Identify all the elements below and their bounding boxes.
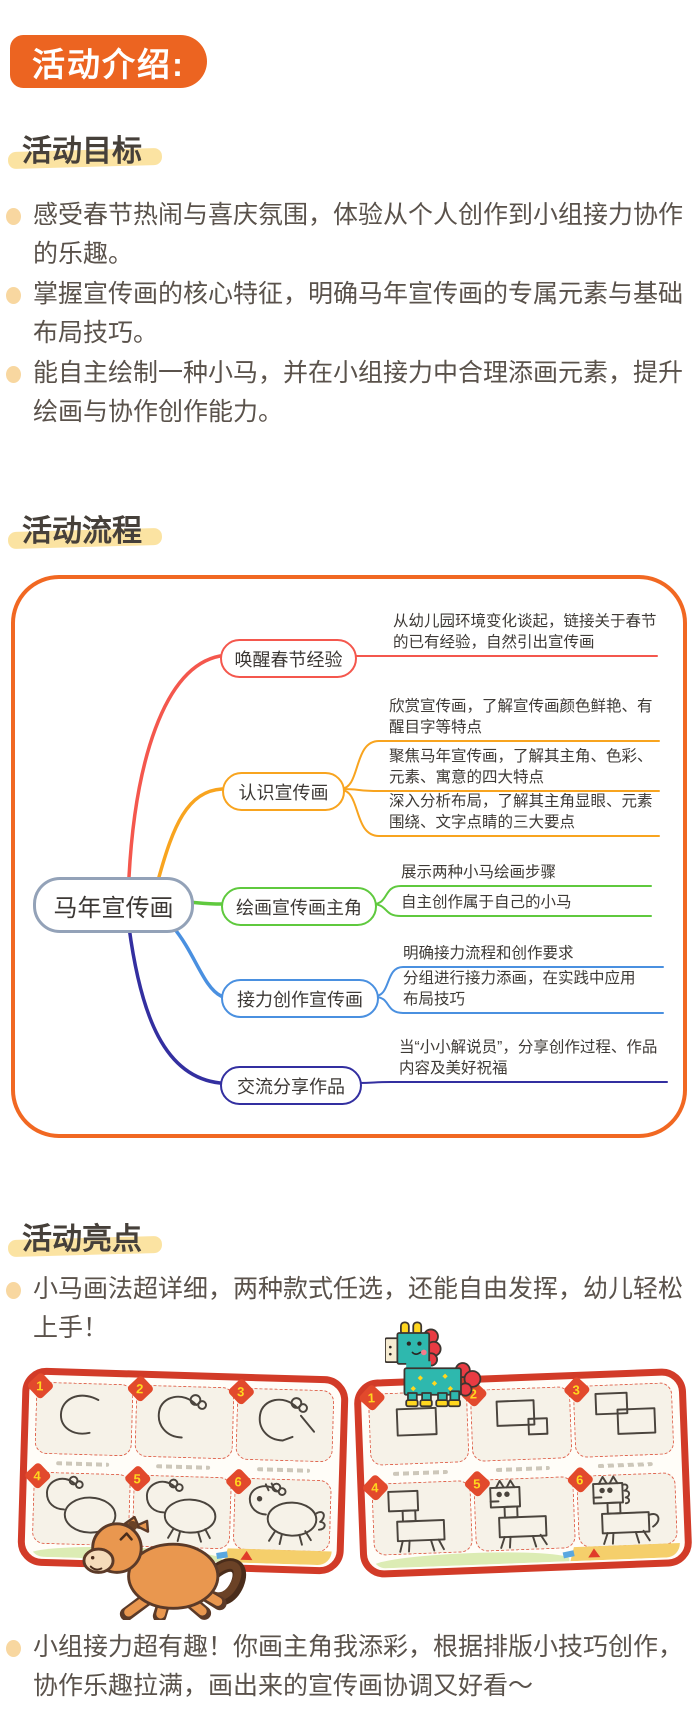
mindmap-branch-node: 交流分享作品 — [220, 1066, 362, 1105]
horse-drawing-step — [591, 1475, 660, 1545]
mindmap-leaf: 深入分析布局，了解其主角显眼、元素围绕、文字点睛的三大要点 — [389, 793, 653, 831]
horse-drawing-step — [594, 1391, 656, 1435]
tutorial-card-round-horse: 1 2 3 4 5 6 — [17, 1367, 349, 1575]
horse-drawing-step — [158, 1394, 208, 1439]
horse-drawing-step — [495, 1399, 549, 1436]
list-item: 小组接力超有趣！你画主角我添彩，根据排版小技巧创作，协作乐趣拉满，画出来的宣传画… — [6, 1628, 689, 1706]
tutorial-step-cell: 4 — [361, 1473, 474, 1556]
list-item: 掌握宣传画的核心特征，明确马年宣传画的专属元素与基础布局技巧。 — [6, 275, 689, 353]
horse-drawing-step — [248, 1482, 326, 1546]
tutorial-step-cell: 5 — [123, 1464, 232, 1550]
horse-drawing-step — [395, 1406, 438, 1437]
tutorial-step-cell: 4 — [23, 1461, 132, 1547]
mindmap-branch-node: 唤醒春节经验 — [220, 639, 357, 678]
horse-drawing-step — [258, 1397, 315, 1442]
mindmap-leaf: 欣赏宣传画，了解宣传画颜色鲜艳、有醒目字等特点 — [389, 698, 653, 736]
activity-flow-mindmap: 马年宣传画 唤醒春节经验 认识宣传画 绘画宣传画主角 接力创作宣传画 交流分享作… — [11, 575, 687, 1138]
horse-drawing-step — [45, 1475, 117, 1534]
mindmap-leaf: 聚焦马年宣传画，了解其主角、色彩、元素、寓意的四大特点 — [389, 748, 653, 786]
mindmap-leaf: 自主创作属于自己的小马 — [401, 894, 572, 911]
mindmap-branch-node: 认识宣传画 — [222, 772, 345, 811]
tutorial-step-cell: 3 — [226, 1377, 335, 1463]
teal-horse-mascot-icon — [385, 1321, 482, 1408]
mindmap-leaf: 当“小小解说员”，分享创作过程、作品内容及美好祝福 — [399, 1039, 658, 1077]
horse-drawing-step — [146, 1478, 217, 1543]
section-badge-intro: 活动介绍: — [10, 35, 207, 88]
list-item: 感受春节热闹与喜庆氛围，体验从个人创作到小组接力协作的乐趣。 — [6, 196, 689, 274]
tutorial-step-cell: 2 — [460, 1379, 573, 1462]
orange-horse-mascot-icon — [82, 1516, 247, 1620]
goals-title: 活动目标 — [22, 135, 142, 168]
step-grid: 1 2 3 4 5 6 — [23, 1371, 341, 1567]
horse-drawing-step — [59, 1394, 100, 1435]
highlights-list-2: 小组接力超有趣！你画主角我添彩，根据排版小技巧创作，协作乐趣拉满，画出来的宣传画… — [6, 1628, 683, 1707]
step-grid: 1 2 3 4 5 6 — [357, 1375, 686, 1571]
mindmap-leaf: 从幼儿园环境变化谈起，链接关于春节的已有经验，自然引出宣传画 — [393, 613, 657, 651]
tutorial-card-square-horse: 1 2 3 4 5 6 — [353, 1367, 693, 1579]
tutorial-step-cell: 1 — [26, 1371, 134, 1457]
step-caption-placeholder — [235, 1463, 333, 1478]
step-caption-placeholder — [473, 1461, 573, 1477]
horse-drawing-step — [489, 1479, 549, 1549]
step-caption-placeholder — [134, 1460, 232, 1475]
mindmap-branch-node: 绘画宣传画主角 — [221, 887, 377, 926]
tutorial-step-cell: 6 — [224, 1467, 332, 1553]
mindmap-leaf: 展示两种小马绘画步骤 — [401, 864, 557, 881]
list-item: 小马画法超详细，两种款式任选，还能自由发挥，幼儿轻松上手！ — [6, 1270, 689, 1348]
process-title: 活动流程 — [22, 515, 142, 548]
highlights-list-1: 小马画法超详细，两种款式任选，还能自由发挥，幼儿轻松上手！ — [6, 1270, 683, 1349]
highlights-title: 活动亮点 — [22, 1223, 142, 1256]
step-caption-placeholder — [34, 1457, 132, 1472]
mindmap-leaf: 明确接力流程和创作要求 — [403, 945, 574, 962]
tutorial-step-cell: 6 — [565, 1465, 678, 1548]
mindmap-connectors — [11, 575, 687, 1138]
intro-badge-label: 活动介绍: — [32, 45, 185, 83]
mindmap-root-node: 马年宣传画 — [33, 877, 194, 933]
goals-list: 感受春节热闹与喜庆氛围，体验从个人创作到小组接力协作的乐趣。 掌握宣传画的核心特… — [6, 196, 683, 433]
step-caption-placeholder — [371, 1465, 471, 1481]
mindmap-branch-node: 接力创作宣传画 — [221, 979, 379, 1018]
tutorial-step-cell: 1 — [357, 1383, 470, 1466]
tutorial-step-cell: 2 — [126, 1374, 235, 1460]
step-caption-placeholder — [575, 1457, 675, 1473]
mindmap-leaf: 分组进行接力添画，在实践中应用布局技巧 — [403, 970, 636, 1008]
flag-decoration — [587, 1548, 601, 1558]
list-item: 能自主绘制一种小马，并在小组接力中合理添画元素，提升绘画与协作创作能力。 — [6, 354, 689, 432]
tutorial-step-cell: 3 — [562, 1375, 675, 1458]
tutorial-step-cell: 5 — [463, 1469, 576, 1552]
horse-drawing-step — [387, 1489, 446, 1553]
